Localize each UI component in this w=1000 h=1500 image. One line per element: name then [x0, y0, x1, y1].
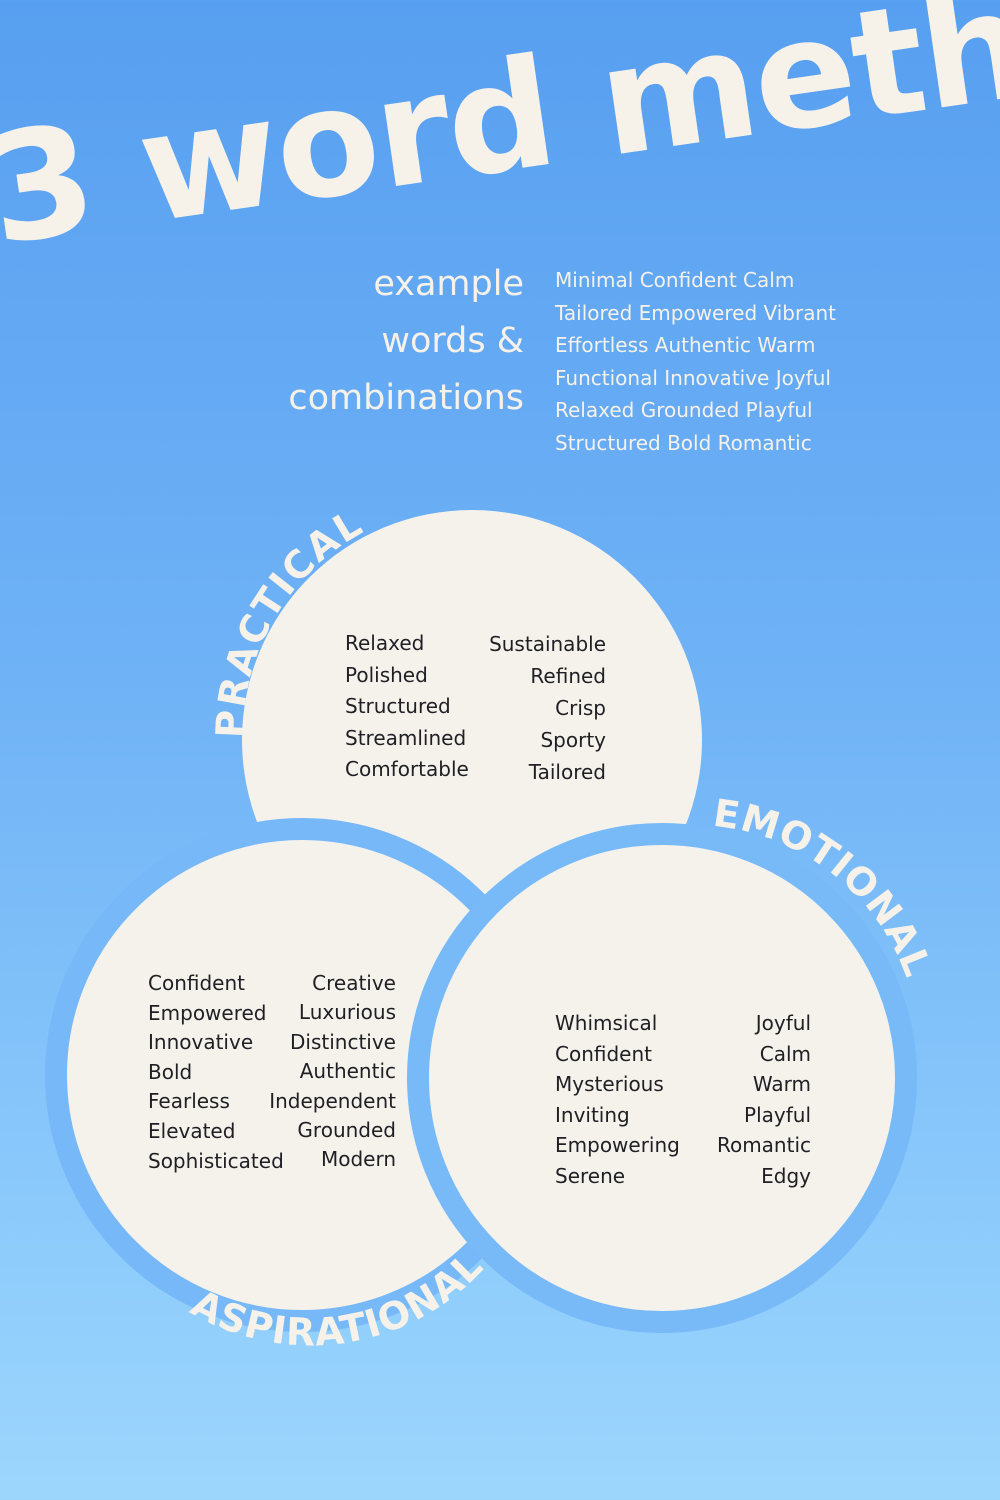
word-item: Sustainable [489, 632, 606, 656]
combination-item: Relaxed Grounded Playful [555, 398, 813, 423]
word-item: Serene [555, 1163, 626, 1188]
practical-left-words: Relaxed Polished Structured Streamlined … [345, 628, 469, 786]
word-item: Authentic [299, 1059, 396, 1084]
word-item: Playful [744, 1102, 811, 1127]
word-item: Bold [148, 1059, 193, 1084]
word-item: Whimsical [555, 1011, 658, 1035]
examples-combination-list: Minimal Confident Calm Tailored Empowere… [555, 264, 836, 460]
word-item: Empowered [148, 1000, 267, 1025]
examples-heading-line: example [373, 264, 524, 304]
emotional-circle [407, 823, 917, 1333]
word-item: Inviting [555, 1102, 630, 1127]
word-item: Innovative [148, 1030, 254, 1055]
word-item: Independent [269, 1088, 396, 1113]
word-item: Tailored [528, 760, 606, 784]
practical-right-words: Sustainable Refined Crisp Sporty Tailore… [472, 628, 606, 788]
word-item: Joyful [755, 1011, 811, 1035]
word-item: Grounded [297, 1118, 396, 1143]
word-item: Streamlined [345, 725, 467, 750]
word-item: Luxurious [298, 1000, 396, 1025]
word-item: Comfortable [345, 757, 469, 781]
word-item: Warm [752, 1072, 811, 1097]
word-item: Fearless [148, 1089, 230, 1114]
word-item: Elevated [148, 1118, 236, 1143]
combination-item: Structured Bold Romantic [555, 430, 812, 455]
word-item: Mysterious [555, 1072, 664, 1097]
word-item: Sporty [540, 728, 606, 752]
emotional-right-words: Joyful Calm Warm Playful Romantic Edgy [690, 1008, 811, 1192]
examples-heading: example words & combinations [240, 256, 524, 427]
word-item: Calm [759, 1041, 811, 1066]
word-item: Structured [345, 694, 451, 718]
combination-item: Tailored Empowered Vibrant [555, 300, 836, 325]
word-item: Relaxed [345, 631, 425, 655]
word-item: Romantic [716, 1133, 811, 1158]
combination-item: Minimal Confident Calm [555, 268, 795, 292]
word-item: Confident [555, 1041, 652, 1066]
word-item: Confident [148, 971, 245, 995]
examples-heading-line: words & [381, 321, 524, 361]
word-item: Distinctive [290, 1029, 396, 1054]
word-item: Sophisticated [148, 1148, 284, 1173]
aspirational-left-words: Confident Empowered Innovative Bold Fear… [148, 969, 284, 1176]
emotional-left-words: Whimsical Confident Mysterious Inviting … [555, 1008, 680, 1192]
word-item: Modern [320, 1147, 396, 1172]
word-item: Crisp [555, 696, 606, 720]
word-item: Polished [345, 662, 428, 687]
word-item: Refined [530, 664, 606, 688]
examples-heading-line: combinations [288, 378, 524, 418]
aspirational-right-words: Creative Luxurious Distinctive Authentic… [250, 969, 396, 1175]
word-item: Empowering [555, 1133, 680, 1158]
combination-item: Functional Innovative Joyful [555, 365, 831, 390]
combination-item: Effortless Authentic Warm [555, 333, 816, 358]
word-item: Creative [312, 971, 396, 995]
word-item: Edgy [761, 1163, 811, 1188]
